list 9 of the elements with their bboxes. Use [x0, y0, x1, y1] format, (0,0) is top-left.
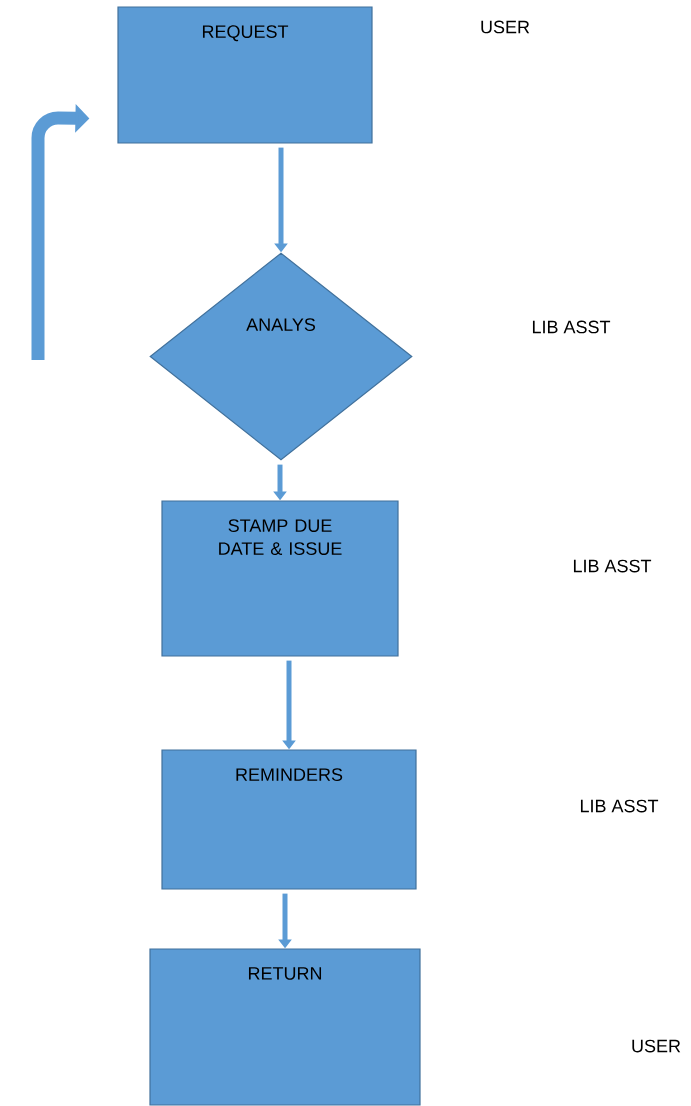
- role-label: USER: [481, 20, 530, 34]
- role-label: LIB ASST: [532, 320, 611, 334]
- process-box: REQUEST: [117, 6, 373, 144]
- role-label: USER: [632, 1039, 681, 1053]
- role-label: LIB ASST: [580, 799, 659, 813]
- process-box: STAMP DUE DATE & ISSUE: [161, 500, 399, 657]
- role-label: LIB ASST: [573, 559, 652, 573]
- process-box: RETURN: [149, 948, 421, 1106]
- process-box: REMINDERS: [161, 749, 417, 890]
